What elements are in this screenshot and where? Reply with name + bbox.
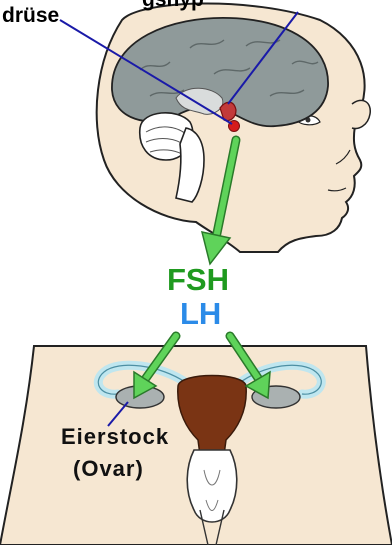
ear <box>352 100 370 128</box>
ovary-label-latin: (Ovar) <box>73 456 144 482</box>
vaginal-canal <box>187 450 237 522</box>
ovary-label: Eierstock <box>61 424 169 450</box>
fsh-label: FSH <box>167 262 229 298</box>
lh-label: LH <box>180 296 221 332</box>
hypothalamus-label: gshyp <box>142 0 204 12</box>
pituitary-label: drüse <box>2 4 59 28</box>
